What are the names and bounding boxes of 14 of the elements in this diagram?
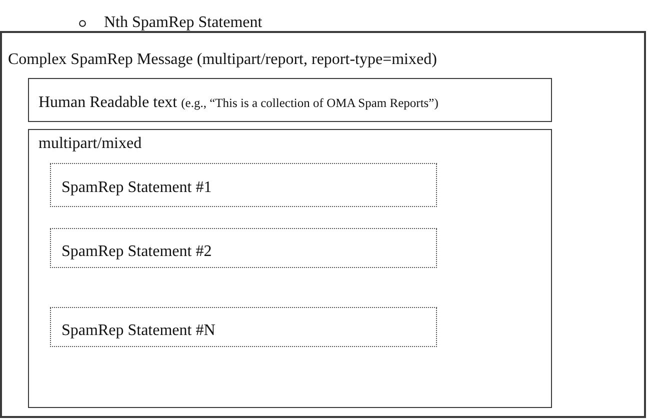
statement-frame — [50, 162, 436, 206]
statement-label: SpamRep Statement #1 — [62, 178, 212, 196]
statement-frame — [50, 228, 436, 268]
statement-label: SpamRep Statement #2 — [62, 242, 212, 260]
frame-heading: multipart/mixed — [38, 134, 142, 152]
part-label: Human Readable text — [38, 94, 178, 110]
frame-heading: Complex SpamRep Message (multipart/report, report-type=mixed) — [8, 51, 437, 68]
list-item-text: Nth SpamRep Statement — [104, 14, 262, 32]
statement-frame — [50, 306, 436, 346]
multipart-frame — [28, 129, 552, 408]
statement-label: SpamRep Statement #N — [62, 322, 216, 338]
text-part-frame — [28, 78, 552, 122]
message-frame — [0, 31, 646, 418]
example-note: (e.g., “This is a collection of OMA Spam Reports”) — [181, 96, 438, 110]
